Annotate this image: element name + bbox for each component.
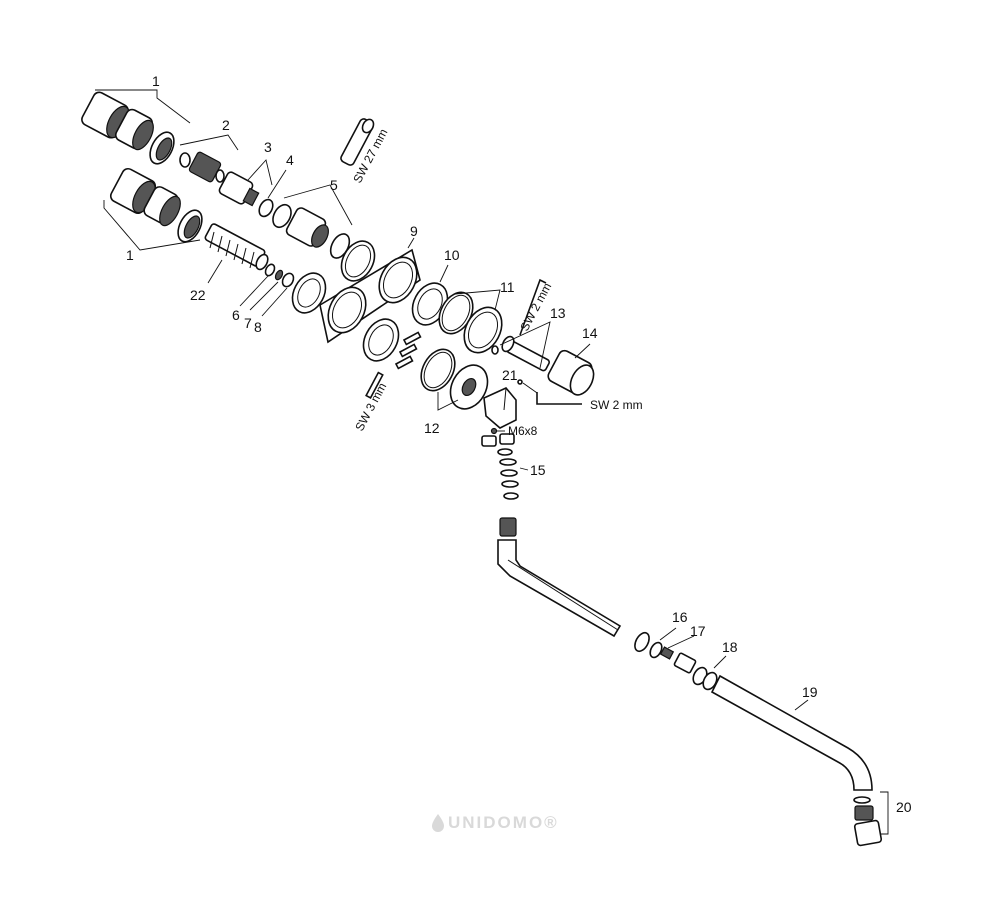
part-20-aerator: [853, 791, 889, 847]
callout-16: 16: [672, 609, 688, 625]
part-12-ring-and-cover: [420, 348, 489, 411]
fittings-connectors: [481, 433, 515, 456]
parts-6-7-8-small-rings: [239, 263, 295, 317]
callout-4: 4: [286, 152, 294, 168]
part-4-o-ring: [258, 169, 287, 218]
callout-13: 13: [550, 305, 566, 321]
callout-1-upper: 1: [152, 73, 160, 89]
spout-holder-block: [483, 387, 517, 435]
part-19-spout: [710, 674, 873, 791]
callout-6: 6: [232, 307, 240, 323]
part-11-ring-and-cover: [438, 289, 503, 354]
callout-18: 18: [722, 639, 738, 655]
part-22-extension: [204, 223, 269, 284]
gasket-ring: [291, 272, 327, 314]
callout-22: 22: [190, 287, 206, 303]
drop-icon: [432, 814, 444, 832]
callout-9: 9: [410, 223, 418, 239]
gasket-left-and-screws: [362, 318, 422, 399]
callout-10: 10: [444, 247, 460, 263]
part-15-o-rings: [499, 458, 529, 500]
part-21-and-key: [517, 379, 582, 405]
callout-17: 17: [690, 623, 706, 639]
watermark: UNIDOMO®: [432, 813, 559, 832]
callout-8: 8: [254, 319, 262, 335]
part-2-cartridge: [179, 134, 239, 183]
callout-21: 21: [502, 367, 518, 383]
callout-1-lower: 1: [126, 247, 134, 263]
callout-14: 14: [582, 325, 598, 341]
callout-15: 15: [530, 462, 546, 478]
callout-2: 2: [222, 117, 230, 133]
callout-12: 12: [424, 420, 440, 436]
part-13-stem: [491, 321, 551, 372]
part-5-adapter: [272, 184, 376, 282]
elbow-pipe: [497, 517, 622, 638]
label-sw2-lower: SW 2 mm: [590, 398, 643, 412]
callout-11: 11: [500, 279, 515, 295]
part-3-valve: [218, 159, 273, 207]
callout-3: 3: [264, 139, 272, 155]
part-1-lower-sleeves: [103, 167, 203, 251]
callout-20: 20: [896, 799, 912, 815]
part-1-upper-sleeves: [81, 89, 191, 165]
watermark-text: UNIDOMO®: [448, 813, 559, 832]
part-14-sleeve: [547, 343, 595, 396]
label-m6x8: M6x8: [508, 424, 538, 438]
callout-7: 7: [244, 315, 252, 331]
callout-5: 5: [330, 177, 338, 193]
part-9-backplate: [319, 237, 421, 344]
parts-16-17-18-fittings: [634, 627, 727, 691]
callout-19: 19: [802, 684, 818, 700]
tool-sw27-socket: [340, 118, 375, 166]
tool-sw2-key-upper: [519, 278, 547, 336]
